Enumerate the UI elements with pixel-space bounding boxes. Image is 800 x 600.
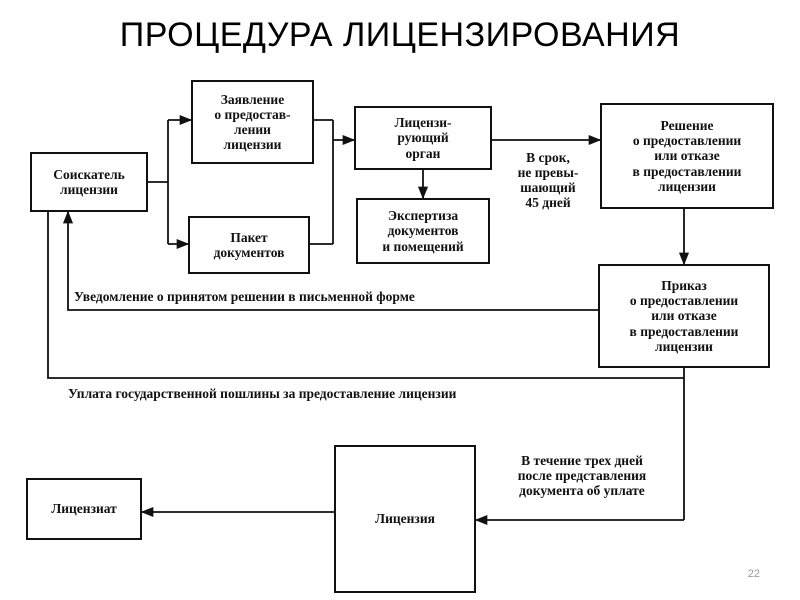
box-license: Лицензия (334, 445, 476, 593)
label-three-days: В течение трех дней после представления … (517, 453, 647, 499)
box-order: Приказ о предоставлении или отказе в пре… (598, 264, 770, 368)
box-decision: Решение о предоставлении или отказе в пр… (600, 103, 774, 209)
label-fee-payment: Уплата государственной пошлины за предос… (68, 386, 457, 401)
label-deadline: В срок, не превы- шающий 45 дней (517, 150, 579, 211)
label-notification: Уведомление о принятом решении в письмен… (74, 289, 415, 304)
slide-title: ПРОЦЕДУРА ЛИЦЕНЗИРОВАНИЯ (119, 16, 681, 54)
box-applicant: Соискатель лицензии (30, 152, 148, 212)
box-documents: Пакет документов (188, 216, 310, 274)
slide-number: 22 (747, 568, 760, 580)
box-expertise: Экспертиза документов и помещений (356, 198, 490, 264)
line-fee-payment (47, 212, 684, 379)
box-licensee: Лицензиат (26, 478, 142, 540)
box-licensing-authority: Лицензи- рующий орган (354, 106, 492, 170)
arrow-notification (62, 210, 598, 311)
box-application: Заявление о предостав- лении лицензии (191, 80, 314, 164)
